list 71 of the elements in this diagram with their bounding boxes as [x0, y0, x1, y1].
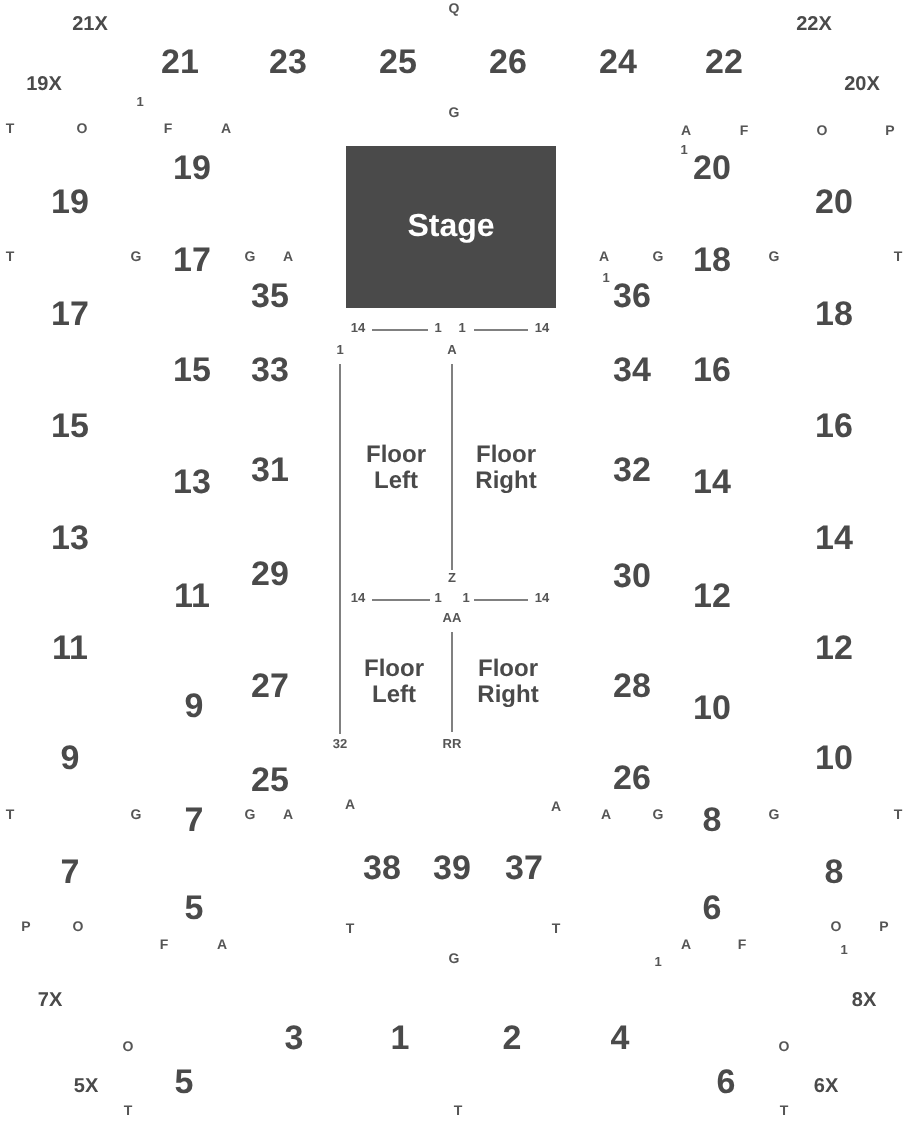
section-number: 38: [363, 851, 401, 885]
section-number: 12: [693, 579, 731, 613]
section-number: 5: [184, 891, 204, 925]
section-number: 22: [705, 45, 743, 79]
floor-section-label: Floor Right: [473, 442, 539, 494]
section-number: 2: [502, 1021, 522, 1055]
section-number: 21X: [72, 16, 108, 36]
section-number: 5X: [73, 1078, 99, 1098]
section-number: 39: [433, 851, 471, 885]
section-number: 8: [702, 803, 722, 837]
section-number: 8: [824, 855, 844, 889]
floor-section-label: Floor Left: [362, 656, 426, 708]
section-number: 37: [505, 851, 543, 885]
section-number: 18: [693, 243, 731, 277]
section-number: 25: [251, 763, 289, 797]
section-number: 17: [173, 243, 211, 277]
section-number: 21: [161, 45, 199, 79]
section-number: 35: [251, 279, 289, 313]
section-number: 3: [284, 1021, 304, 1055]
section-number: 16: [693, 353, 731, 387]
section-number: 10: [693, 691, 731, 725]
section-number: 26: [613, 761, 651, 795]
section-number: 5: [174, 1065, 194, 1099]
section-number: 20: [815, 185, 853, 219]
section-number: 20X: [844, 76, 880, 96]
section-number: 26: [489, 45, 527, 79]
section-number: 32: [613, 453, 651, 487]
section-number: 4: [610, 1021, 630, 1055]
section-number: 17: [51, 297, 89, 331]
section-number: 36: [613, 279, 651, 313]
section-number: 28: [613, 669, 651, 703]
section-number: 14: [815, 521, 853, 555]
section-number: 12: [815, 631, 853, 665]
section-number: 29: [251, 557, 289, 591]
section-number: 7: [60, 855, 80, 889]
section-number: 34: [613, 353, 651, 387]
section-number: 18: [815, 297, 853, 331]
section-number: 11: [174, 579, 210, 613]
section-number: 24: [599, 45, 637, 79]
section-number: 7X: [37, 992, 63, 1012]
floor-section-label: Floor Right: [475, 656, 541, 708]
floor-section-label: Floor Left: [364, 442, 428, 494]
stage-label: Stage: [407, 209, 495, 245]
section-number: 23: [269, 45, 307, 79]
section-number: 9: [60, 741, 80, 775]
section-number: 13: [51, 521, 89, 555]
section-number: 19X: [26, 76, 62, 96]
section-number: 20: [693, 151, 731, 185]
section-number: 6X: [813, 1078, 839, 1098]
section-number: 19: [173, 151, 211, 185]
section-number: 8X: [851, 992, 877, 1012]
section-number: 33: [251, 353, 289, 387]
section-number: 11: [52, 631, 88, 665]
section-number: 15: [51, 409, 89, 443]
section-number: 15: [173, 353, 211, 387]
section-number: 19: [51, 185, 89, 219]
section-number: 31: [251, 453, 289, 487]
section-number: 10: [815, 741, 853, 775]
section-number: 25: [379, 45, 417, 79]
section-number: 16: [815, 409, 853, 443]
section-number: 1: [390, 1021, 410, 1055]
section-number: 9: [184, 689, 204, 723]
section-number: 22X: [796, 16, 832, 36]
section-number: 7: [184, 803, 204, 837]
section-number: 27: [251, 669, 289, 703]
section-number: 6: [702, 891, 722, 925]
section-number: 6: [716, 1065, 736, 1099]
section-number: 14: [693, 465, 731, 499]
stage-block: [346, 146, 556, 308]
section-number: 13: [173, 465, 211, 499]
section-number: 30: [613, 559, 651, 593]
